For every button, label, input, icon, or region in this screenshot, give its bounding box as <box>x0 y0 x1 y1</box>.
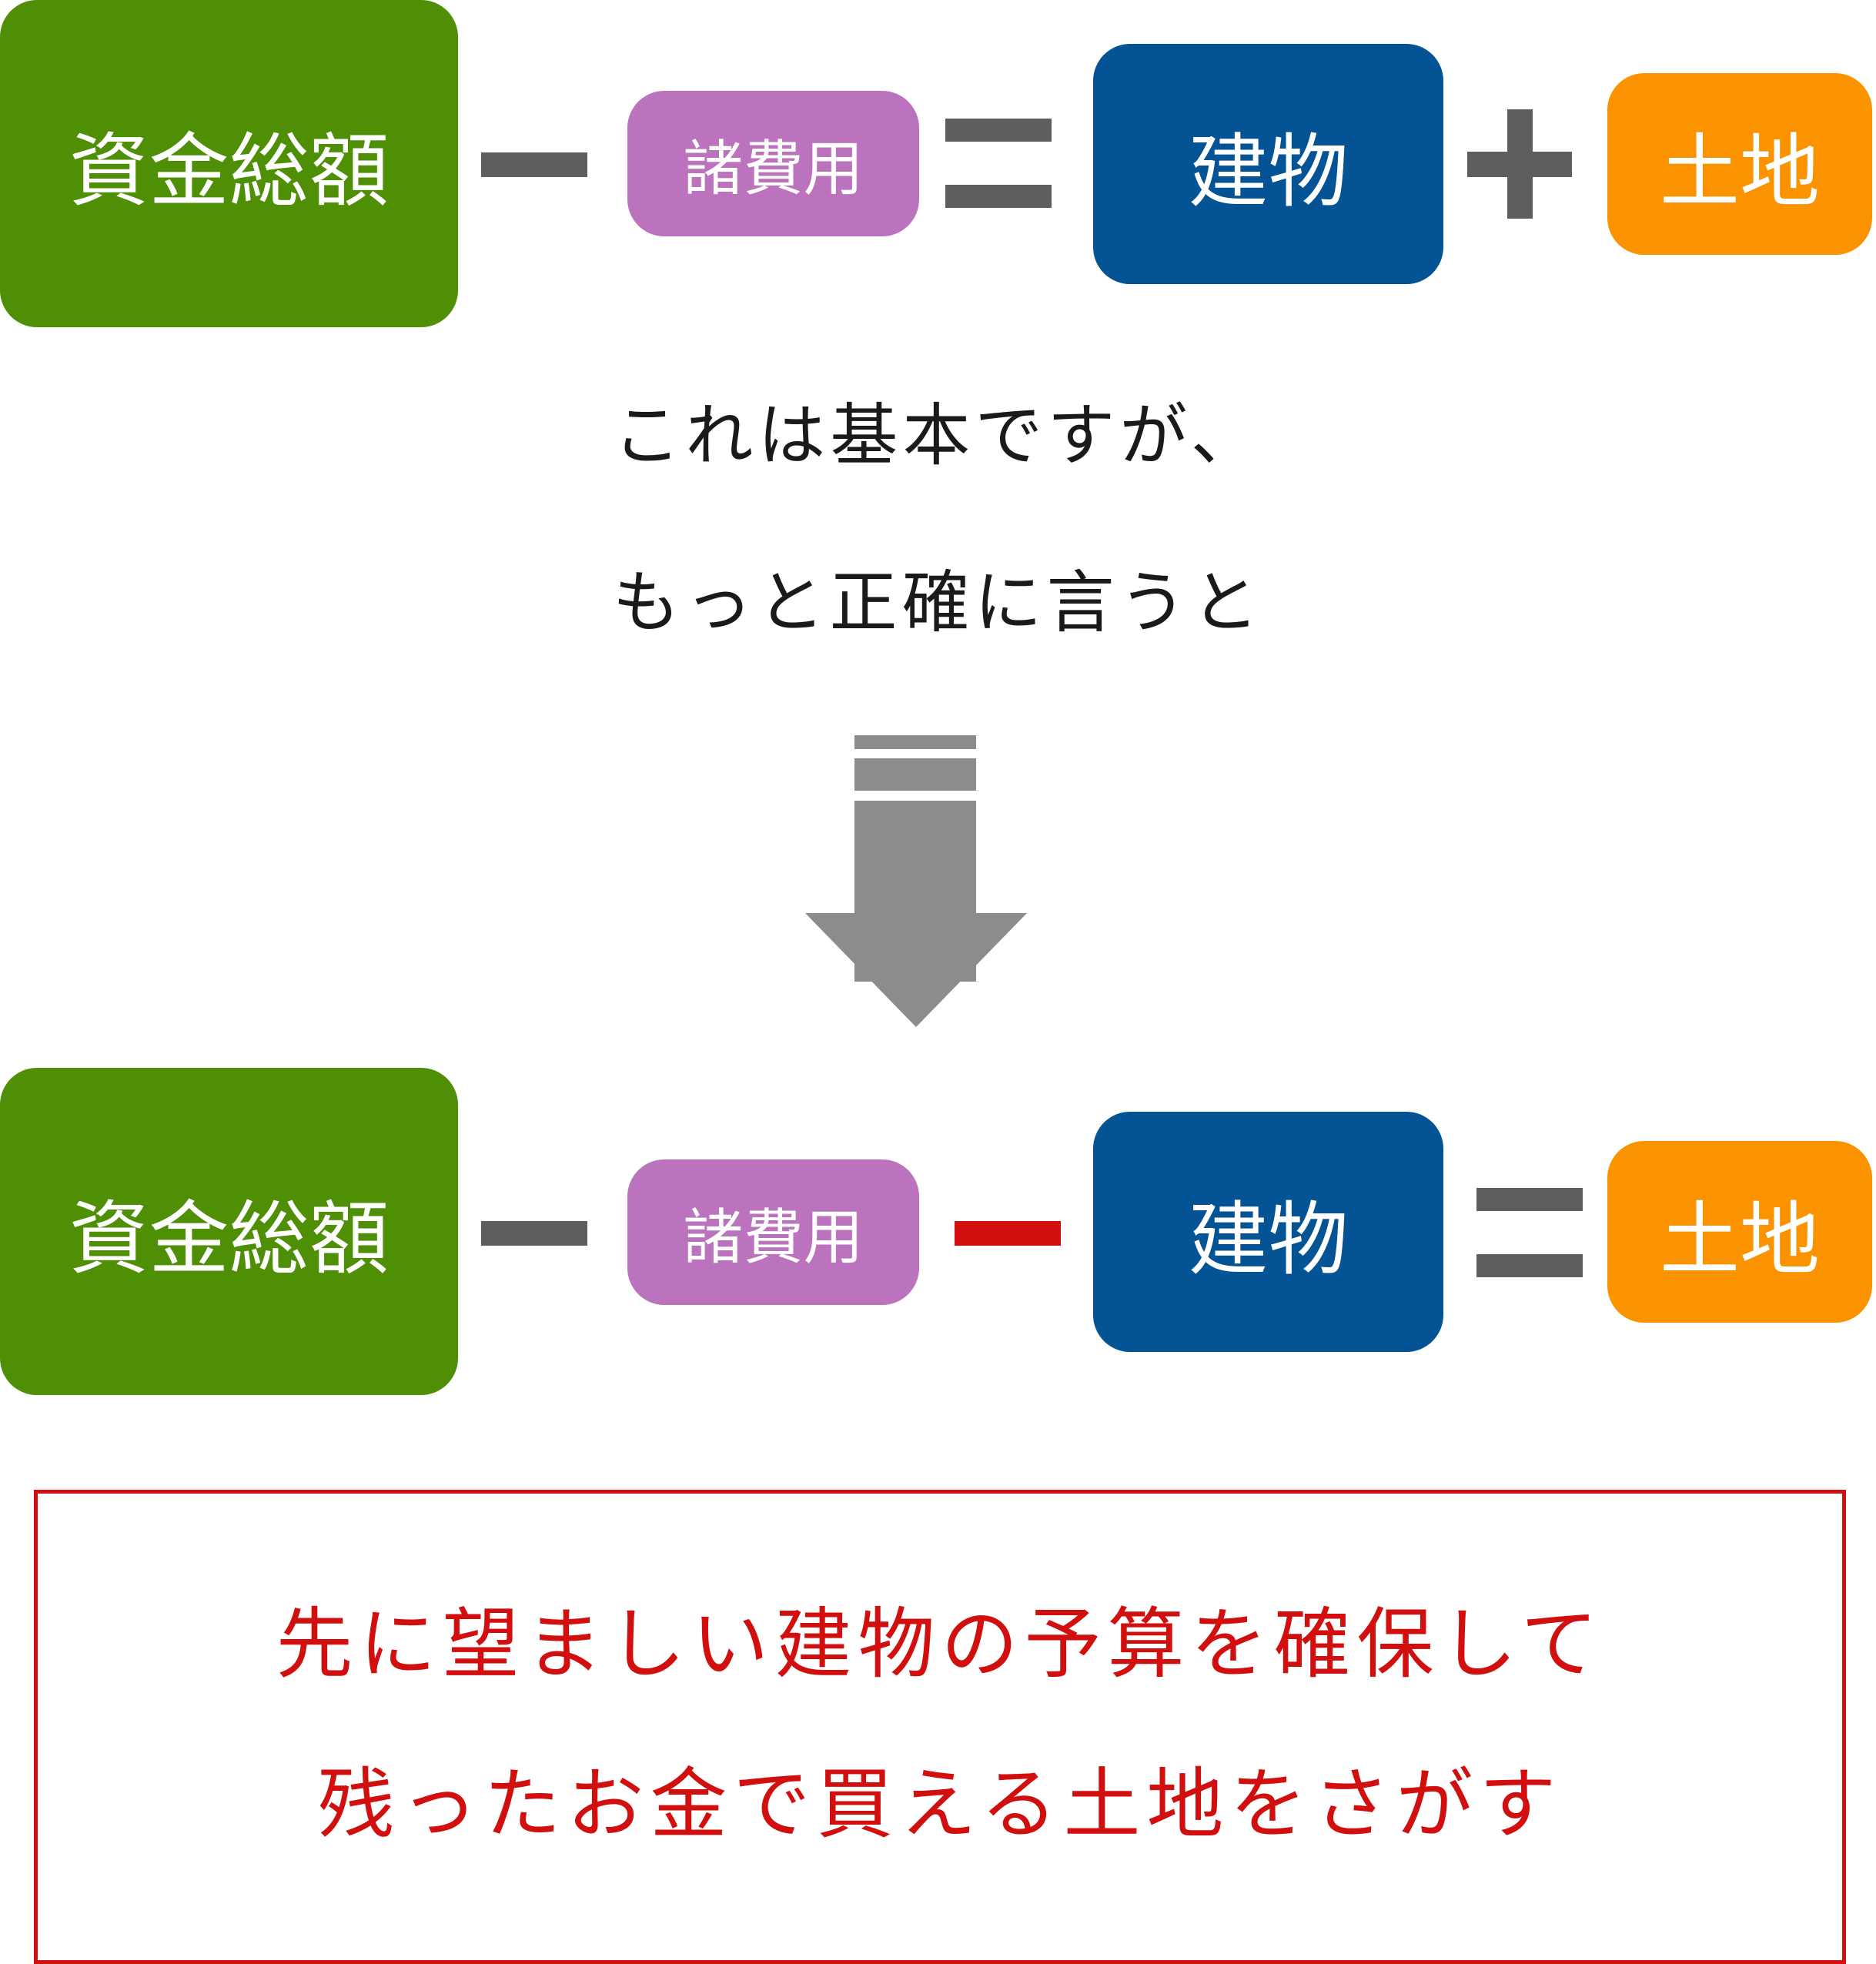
land-label: 土地 <box>1659 124 1820 219</box>
land-label-2: 土地 <box>1659 1192 1820 1286</box>
expenses-box-2: 諸費用 <box>627 1159 919 1305</box>
building-box: 建物 <box>1093 44 1443 284</box>
minus-icon <box>481 152 587 177</box>
down-arrow-icon <box>805 735 1027 1027</box>
conclusion-line-1: 先に望ましい建物の予算を確保して <box>276 1599 1604 1689</box>
total-funds-box-2: 資金総額 <box>0 1068 458 1395</box>
land-box: 土地 <box>1607 73 1872 255</box>
total-funds-label-2: 資金総額 <box>69 1192 390 1286</box>
building-label-2: 建物 <box>1188 1192 1349 1286</box>
conclusion-box: 先に望ましい建物の予算を確保して 残ったお金で買える土地をさがす <box>34 1490 1846 1964</box>
caption-line-2: もっと正確に言うと <box>612 563 1264 642</box>
land-box-2: 土地 <box>1607 1141 1872 1323</box>
expenses-label: 諸費用 <box>683 134 864 204</box>
total-funds-box: 資金総額 <box>0 0 458 327</box>
building-box-2: 建物 <box>1093 1112 1443 1352</box>
minus-icon-2 <box>481 1221 587 1246</box>
expenses-box: 諸費用 <box>627 91 919 236</box>
red-minus-icon <box>955 1221 1061 1246</box>
building-label: 建物 <box>1188 124 1349 219</box>
conclusion-line-2: 残ったお金で買える土地をさがす <box>317 1759 1563 1849</box>
caption-line-1: これは基本ですが、 <box>613 396 1263 475</box>
expenses-label-2: 諸費用 <box>683 1203 864 1273</box>
total-funds-label: 資金総額 <box>69 124 390 218</box>
